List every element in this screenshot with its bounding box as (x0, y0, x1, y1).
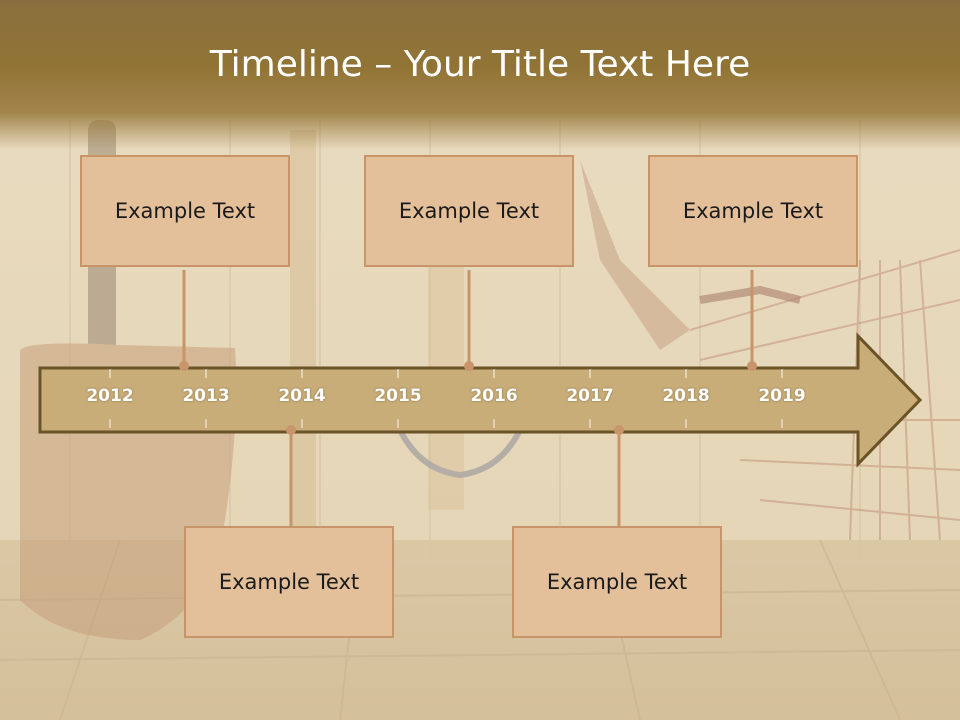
year-label: 2013 (182, 386, 230, 406)
text-box-label: Example Text (398, 199, 540, 223)
connector-dot-bottom-1 (286, 425, 296, 435)
connector-dot-top-3 (747, 361, 757, 371)
title-band (0, 0, 960, 150)
timeline-arrow (38, 332, 923, 468)
year-label: 2012 (86, 386, 134, 406)
text-box-label: Example Text (682, 199, 824, 223)
text-box-top-2[interactable]: Example Text (364, 155, 574, 267)
year-label: 2014 (278, 386, 326, 406)
connector-dot-bottom-2 (614, 425, 624, 435)
connector-dot-top-1 (179, 361, 189, 371)
text-box-bottom-2[interactable]: Example Text (512, 526, 722, 638)
text-box-bottom-1[interactable]: Example Text (184, 526, 394, 638)
connector-dot-top-2 (464, 361, 474, 371)
year-label: 2018 (662, 386, 710, 406)
text-box-top-1[interactable]: Example Text (80, 155, 290, 267)
text-box-label: Example Text (546, 570, 688, 594)
year-label: 2016 (470, 386, 518, 406)
slide-title: Timeline – Your Title Text Here (209, 44, 751, 85)
year-label: 2015 (374, 386, 422, 406)
text-box-label: Example Text (114, 199, 256, 223)
year-label: 2017 (566, 386, 614, 406)
year-label: 2019 (758, 386, 806, 406)
text-box-top-3[interactable]: Example Text (648, 155, 858, 267)
text-box-label: Example Text (218, 570, 360, 594)
